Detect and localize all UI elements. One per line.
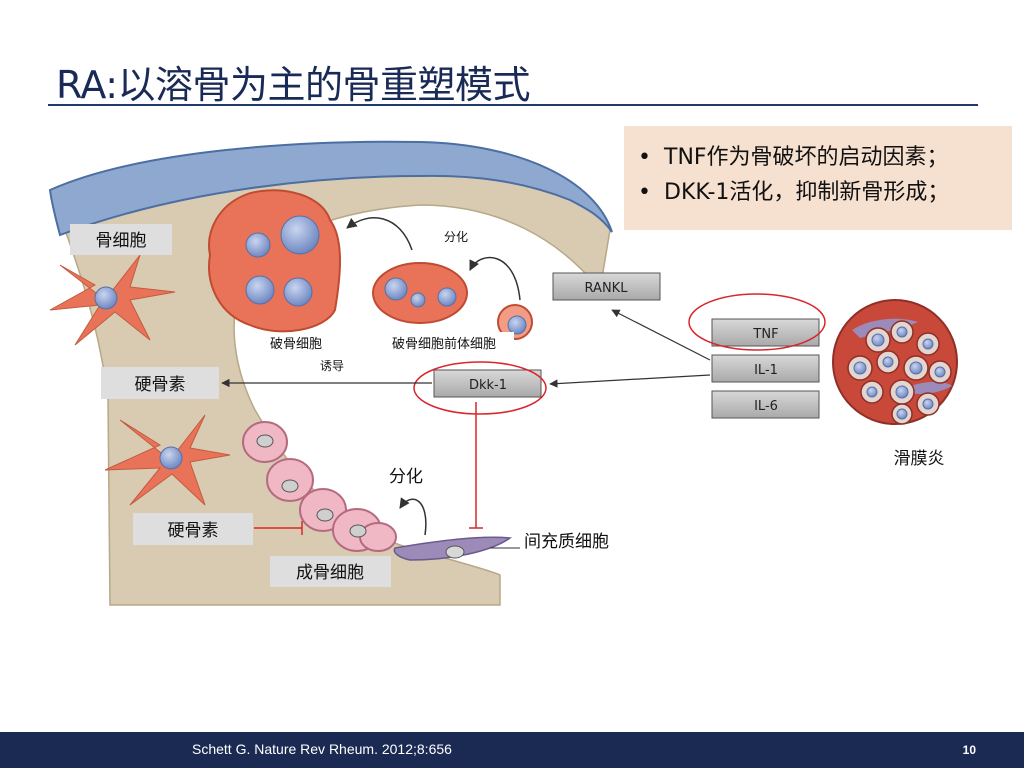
osteocyte-label-bg (70, 224, 172, 255)
slide-footer: Schett G. Nature Rev Rheum. 2012;8:656 1… (0, 732, 1024, 768)
induction-label: 诱导 (320, 359, 344, 373)
sclerostin-top-label-bg (101, 367, 219, 399)
dkk1-highlight-ring (413, 361, 547, 415)
osteoclast-precursor-label: 破骨细胞前体细胞 (392, 336, 496, 352)
osteoblast-nuclei (256, 434, 367, 538)
osteoclast-label: 破骨细胞 (270, 337, 322, 352)
rankl-box: RANKL (552, 272, 661, 301)
synovitis-tissue (832, 299, 958, 425)
il6-label: IL-6 (754, 399, 778, 414)
dkk1-inhibition (469, 402, 483, 529)
il1-label: IL-1 (754, 363, 778, 378)
tnf-box: TNF (711, 318, 820, 347)
differentiation-arrow-bottom (399, 497, 427, 536)
osteocyte-bottom (104, 414, 231, 506)
title-divider (48, 104, 978, 106)
osteoblast-label: 成骨细胞 (296, 563, 364, 583)
sclerostin-bottom-label-bg (133, 513, 253, 545)
differentiation-arrow-top-1 (346, 217, 413, 251)
differentiation-top-label: 分化 (444, 230, 468, 244)
cartilage-layer (48, 140, 613, 237)
tnf-label: TNF (752, 327, 778, 342)
osteoblast-label-bg (270, 556, 391, 587)
osteoclast-precursor-cell (372, 262, 468, 324)
il1-box: IL-1 (711, 354, 820, 383)
dkk1-box: Dkk-1 (433, 369, 542, 398)
osteocyte-top (49, 254, 176, 346)
callout-item-1: • TNF作为骨破坏的启动因素； (638, 140, 1004, 175)
key-points-callout: • TNF作为骨破坏的启动因素； • DKK-1活化，抑制新骨形成； (624, 126, 1012, 230)
callout-item-2: • DKK-1活化，抑制新骨形成； (638, 175, 1004, 210)
callout-item-1-text: TNF作为骨破坏的启动因素； (664, 145, 949, 170)
rankl-label: RANKL (585, 281, 629, 296)
sclerostin-bottom-label: 硬骨素 (168, 521, 219, 541)
dkk1-label: Dkk-1 (469, 378, 507, 393)
bullet-icon: • (638, 145, 651, 170)
osteocyte-label: 骨细胞 (96, 231, 147, 251)
cytokine-to-dkk1-arrow (549, 374, 711, 388)
sclerostin-inhibition (254, 521, 303, 535)
page-number: 10 (962, 743, 976, 757)
citation: Schett G. Nature Rev Rheum. 2012;8:656 (192, 741, 452, 757)
mesenchymal-cell-label: 间充质细胞 (524, 532, 609, 552)
differentiation-bottom-label: 分化 (389, 467, 423, 487)
tnf-to-rankl-arrow (611, 309, 711, 361)
sclerostin-top-label: 硬骨素 (135, 375, 186, 395)
il6-box: IL-6 (711, 390, 820, 419)
slide-title: RA:以溶骨为主的骨重塑模式 (56, 63, 531, 107)
monocyte-cell (497, 304, 533, 340)
mesenchymal-cell (393, 536, 513, 561)
bullet-icon: • (638, 180, 651, 206)
tnf-highlight-ring (688, 293, 826, 351)
osteoclast-cell (208, 189, 341, 333)
differentiation-arrow-top-2 (469, 256, 521, 301)
callout-item-2-text: DKK-1活化，抑制新骨形成； (664, 180, 950, 206)
synovitis-label: 滑膜炎 (894, 449, 945, 469)
osteoclast-caption-bg (372, 332, 514, 354)
